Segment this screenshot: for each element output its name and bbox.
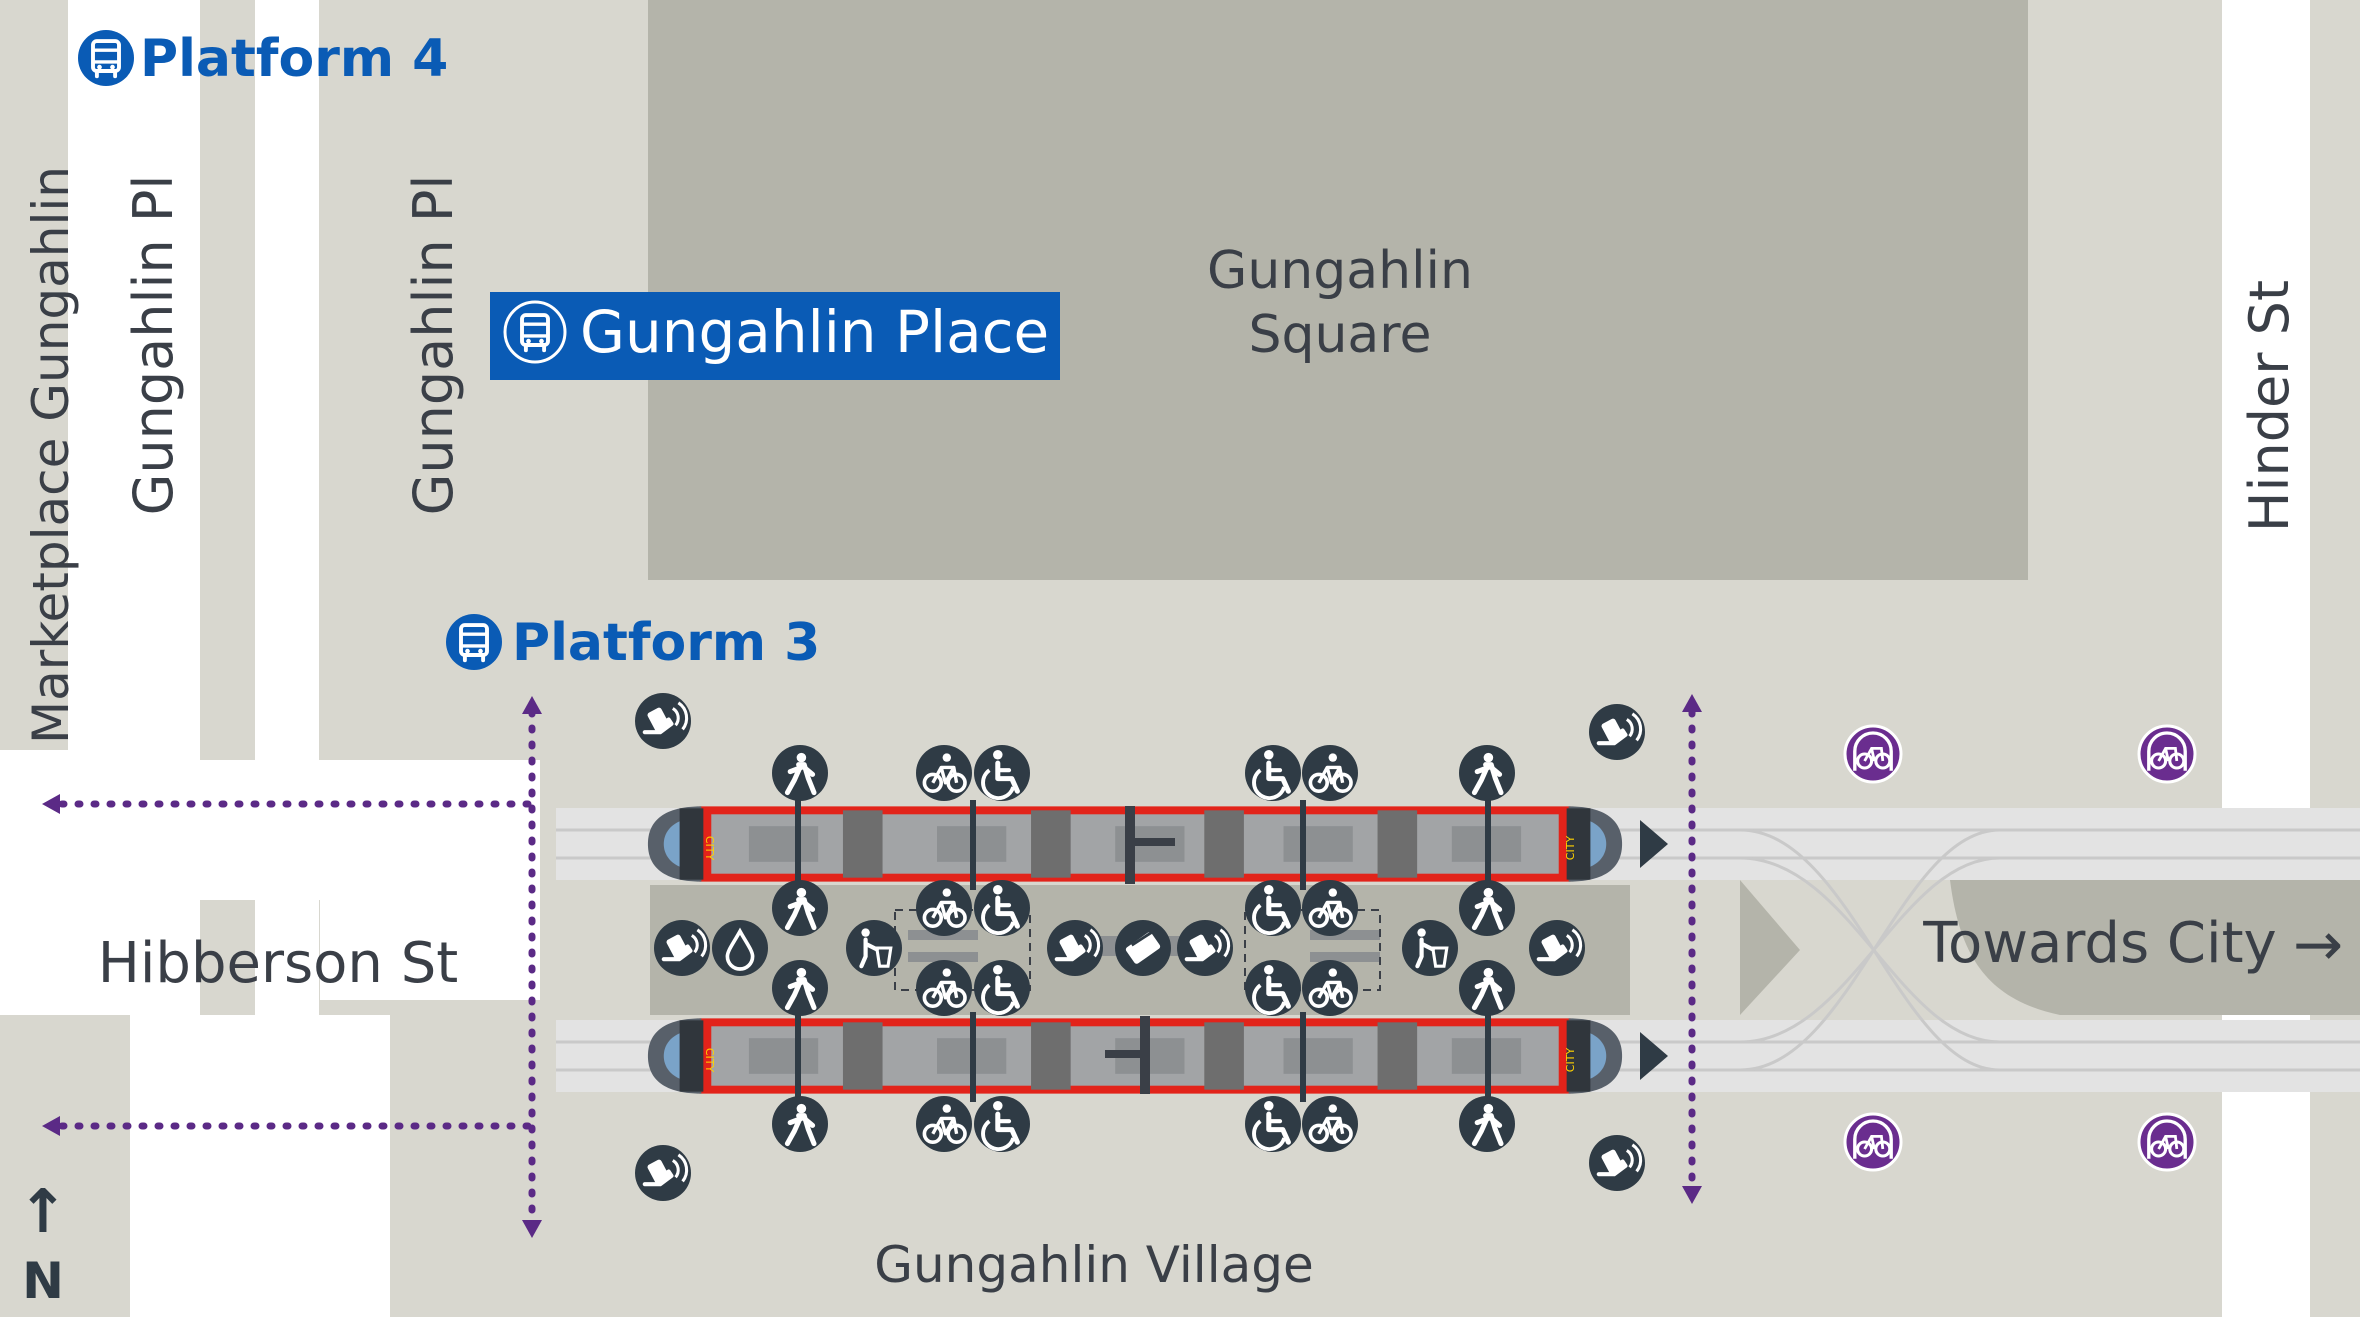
bus-stop-gungahlin-place: Gungahlin Place (490, 292, 1060, 380)
ticket-card-icon (1115, 920, 1171, 976)
bin-icon (846, 920, 902, 976)
street-hibberson-st: Hibberson St (98, 931, 458, 996)
place-square-line2: Square (1248, 305, 1431, 365)
door-arrows (795, 800, 1491, 1102)
bicycle-icon (1302, 960, 1358, 1016)
walking-route-arrows (42, 694, 1702, 1238)
tram-cab-label: CITY (1564, 836, 1577, 861)
tram-cab-label: CITY (703, 836, 716, 861)
bus-stop-gungahlin-place-label: Gungahlin Place (580, 298, 1049, 366)
pedestrian-icon (772, 745, 828, 801)
bike-parking-icon (2137, 724, 2197, 784)
north-arrow-icon: ↑ (18, 1177, 68, 1247)
tram-cab-label: CITY (1564, 1048, 1577, 1073)
card-tap-icon (1047, 920, 1103, 976)
card-tap-icon (1529, 920, 1585, 976)
bicycle-icon (1302, 1096, 1358, 1152)
pedestrian-icon (772, 1096, 828, 1152)
card-tap-icon (635, 693, 691, 749)
pedestrian-icon (1459, 1096, 1515, 1152)
towards-city-arrow-icon: → (2293, 910, 2343, 980)
walking-routes (58, 708, 1696, 1224)
bus-icon (446, 614, 502, 670)
card-tap-icon (1589, 704, 1645, 760)
tram-cab-labels: CITY CITY CITY CITY (703, 836, 1577, 1073)
place-gungahlin-village: Gungahlin Village (874, 1236, 1313, 1294)
pedestrian-icon (1459, 880, 1515, 936)
pedestrian-icon (1459, 745, 1515, 801)
water-drop-icon (712, 920, 768, 976)
bus-platform-4: Platform 4 (78, 29, 448, 89)
street-hinder-st: Hinder St (2238, 280, 2301, 532)
bicycle-icon (916, 1096, 972, 1152)
wheelchair-icon (1245, 960, 1301, 1016)
street-gungahlin-pl-west: Gungahlin Pl (122, 175, 185, 516)
road-hinder-st (2222, 0, 2310, 1317)
bicycle-icon (1302, 880, 1358, 936)
wheelchair-icon (1245, 880, 1301, 936)
card-tap-icon (1589, 1135, 1645, 1191)
bus-platform-3-label: Platform 3 (512, 613, 820, 673)
street-gungahlin-pl-east: Gungahlin Pl (402, 175, 465, 516)
north-compass: ↑ N (18, 1177, 68, 1310)
bus-icon (503, 300, 567, 364)
bicycle-icon (1302, 745, 1358, 801)
card-tap-icon (1177, 920, 1233, 976)
platform-end-arrows (1640, 820, 1668, 1080)
wheelchair-icon (974, 960, 1030, 1016)
bicycle-icon (916, 880, 972, 936)
bus-icon (78, 30, 134, 86)
place-square-line1: Gungahlin (1207, 241, 1473, 301)
card-tap-icon (654, 920, 710, 976)
bin-icon (1402, 920, 1458, 976)
bicycle-icon (916, 745, 972, 801)
wheelchair-icon (1245, 745, 1301, 801)
wheelchair-icon (974, 1096, 1030, 1152)
gungahlin-square (648, 0, 2028, 580)
north-label: N (22, 1252, 64, 1310)
card-tap-icon (635, 1145, 691, 1201)
bike-parking-icon (1843, 1112, 1903, 1172)
street-marketplace-gungahlin: Marketplace Gungahlin (22, 166, 80, 744)
wheelchair-icon (974, 880, 1030, 936)
bike-parking-icon (1843, 724, 1903, 784)
pedestrian-icon (772, 880, 828, 936)
bus-platform-3: Platform 3 (446, 613, 820, 673)
wheelchair-icon (1245, 1096, 1301, 1152)
tram-cab-label: CITY (703, 1048, 716, 1073)
bike-parking-icon (2137, 1112, 2197, 1172)
road-gungahlin-pl-west (68, 0, 200, 830)
bicycle-icon (916, 960, 972, 1016)
bus-platform-4-label: Platform 4 (140, 29, 448, 89)
pedestrian-icon (1459, 960, 1515, 1016)
place-towards-city: Towards City (1922, 911, 2276, 976)
facility-icons (635, 693, 2197, 1201)
wheelchair-icon (974, 745, 1030, 801)
pedestrian-icon (772, 960, 828, 1016)
